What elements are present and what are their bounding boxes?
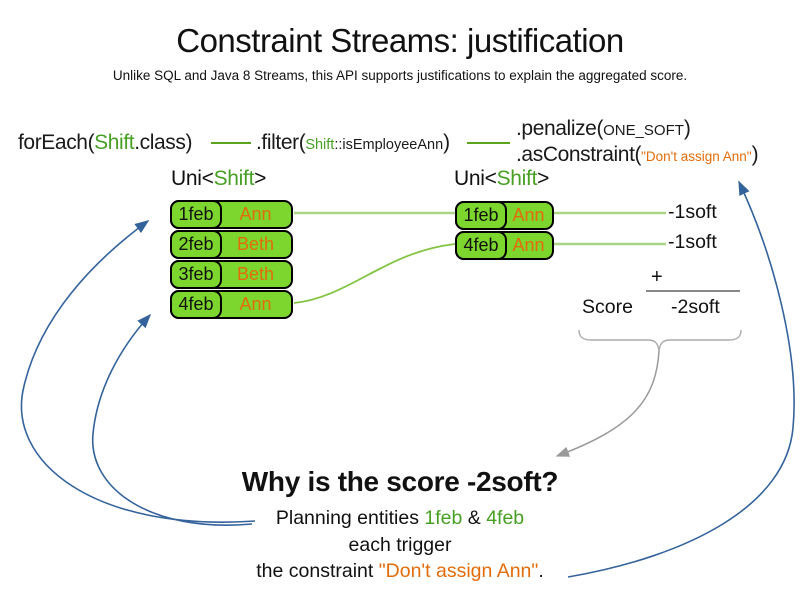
shift-employee-cell: Ann	[239, 204, 272, 224]
left-stream-row-2feb: 2feb Beth	[170, 230, 293, 259]
shift-employee-cell: Beth	[236, 234, 275, 254]
stream-connector-4feb	[293, 243, 456, 304]
penalize-arg-token: ONE_SOFT	[603, 122, 684, 139]
shift-date-cell: 2feb	[170, 230, 222, 259]
shift-employee-cell: Ann	[239, 294, 272, 314]
code-filter: .filter(Shift::isEmployeeAnn)	[256, 131, 450, 154]
explanation-line-trigger: each trigger	[348, 534, 452, 556]
page-title: Constraint Streams: justification	[176, 22, 624, 59]
shift-employee-cell: Beth	[236, 264, 275, 284]
entity-1feb-label: 1feb	[424, 507, 463, 529]
shift-date-cell: 4feb	[170, 290, 222, 319]
penalty-label-1: -1soft	[668, 201, 717, 223]
left-stream-row-4feb: 4feb Ann	[170, 290, 293, 319]
score-to-why-arrow-icon	[555, 350, 660, 457]
left-stream-row-3feb: 3feb Beth	[170, 260, 293, 289]
right-stream-row-4feb: 4feb Ann	[455, 231, 554, 260]
explanation-line-constraint: the constraint "Don't assign Ann".	[256, 560, 544, 582]
page-subtitle: Unlike SQL and Java 8 Streams, this API …	[112, 68, 688, 83]
code-penalize: .penalize(ONE_SOFT)	[516, 117, 691, 140]
left-stream-row-1feb: 1feb Ann	[170, 200, 293, 229]
shift-date-cell: 4feb	[455, 231, 507, 260]
plus-sign: +	[651, 266, 663, 288]
constraint-name-token: "Don't assign Ann"	[641, 149, 752, 164]
score-total: -2soft	[671, 296, 720, 318]
code-foreach: forEach(Shift.class)	[18, 131, 193, 154]
shift-date-cell: 1feb	[455, 201, 507, 230]
score-brace	[578, 329, 742, 352]
score-label: Score	[582, 296, 633, 318]
why-heading: Why is the score -2soft?	[241, 466, 559, 497]
foreach-class-token: Shift	[94, 131, 135, 154]
code-asconstraint: .asConstraint("Don't assign Ann")	[516, 143, 759, 166]
penalty-label-2: -1soft	[668, 231, 717, 253]
filter-class-token: Shift	[305, 137, 335, 153]
constraint-quote-label: "Don't assign Ann"	[378, 560, 539, 582]
shift-employee-cell: Ann	[512, 205, 545, 225]
right-stream-row-1feb: 1feb Ann	[455, 201, 554, 230]
shift-date-cell: 1feb	[170, 200, 222, 229]
explanation-line-entities: Planning entities 1feb & 4feb	[275, 507, 525, 529]
right-stream-header: Uni<Shift>	[454, 167, 550, 190]
entity-4feb-label: 4feb	[486, 507, 525, 529]
left-stream-header: Uni<Shift>	[171, 167, 267, 190]
sum-divider	[646, 290, 740, 292]
shift-date-cell: 3feb	[170, 260, 222, 289]
shift-employee-cell: Ann	[512, 235, 545, 255]
